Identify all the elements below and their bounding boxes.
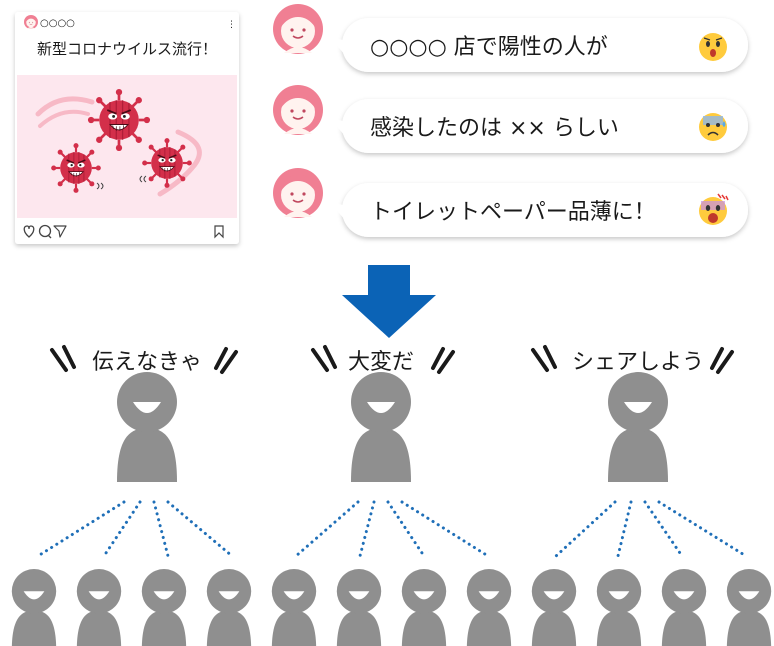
shout-label-1: 伝えなきゃ <box>50 345 238 375</box>
message-row-1: ○○○○ 店で陽性の人が <box>272 3 748 72</box>
post-image <box>17 75 237 218</box>
shout-text: シェアしよう <box>572 350 704 375</box>
virus-icon <box>50 142 102 194</box>
receiver-person-icon <box>466 569 512 646</box>
shout-label-2: 大変だ <box>311 345 455 375</box>
down-arrow-icon <box>342 265 436 338</box>
emphasis-lines-icon <box>431 347 455 374</box>
receiver-person-icon <box>76 569 122 646</box>
user-avatar-icon <box>272 3 324 55</box>
receiver-person-icon <box>11 569 57 646</box>
spreader-person-icon <box>351 372 411 482</box>
spread-lines <box>36 500 748 558</box>
screaming-face-icon <box>699 193 729 225</box>
shout-text: 大変だ <box>348 350 414 375</box>
spreader-person-icon <box>608 372 668 482</box>
receiver-person-icon <box>531 569 577 646</box>
send-icon[interactable] <box>53 225 67 238</box>
user-avatar-icon <box>272 84 324 136</box>
user-avatar-icon <box>272 167 324 219</box>
receiver-person-icon <box>336 569 382 646</box>
post-account-name: ○○○○ <box>40 18 75 29</box>
virus-icon <box>141 137 193 189</box>
message-text: 感染したのは ×× らしい <box>370 116 619 141</box>
message-text: ○○○○ 店で陽性の人が <box>370 35 608 60</box>
surprised-face-icon <box>699 33 727 61</box>
post-menu-icon[interactable]: ⋮ <box>227 20 236 30</box>
receivers-row <box>11 569 772 646</box>
post-title: 新型コロナウイルス流行！ <box>37 40 217 58</box>
emphasis-lines-icon <box>214 347 238 374</box>
emphasis-lines-icon <box>50 345 76 372</box>
social-post-card: ○○○○ ⋮ 新型コロナウイルス流行！ <box>15 12 239 244</box>
message-row-3: トイレットペーパー品薄に！ <box>272 167 748 237</box>
receiver-person-icon <box>596 569 642 646</box>
shout-label-3: シェアしよう <box>531 345 734 375</box>
heart-icon[interactable] <box>23 225 35 238</box>
receiver-person-icon <box>401 569 447 646</box>
receiver-person-icon <box>141 569 187 646</box>
emphasis-lines-icon <box>311 345 337 372</box>
receiver-person-icon <box>271 569 317 646</box>
emphasis-lines-icon <box>710 347 734 374</box>
message-text: トイレットペーパー品薄に！ <box>370 200 656 225</box>
comment-icon[interactable] <box>38 224 52 239</box>
receiver-person-icon <box>726 569 772 646</box>
message-row-2: 感染したのは ×× らしい <box>272 84 748 153</box>
emphasis-lines-icon <box>531 345 557 372</box>
spreader-person-icon <box>117 372 177 482</box>
virus-icon <box>86 87 152 153</box>
receiver-person-icon <box>206 569 252 646</box>
anxious-sweat-face-icon <box>699 113 727 141</box>
shout-text: 伝えなきゃ <box>92 350 202 375</box>
post-avatar-icon <box>23 14 39 30</box>
bookmark-icon[interactable] <box>214 225 224 239</box>
receiver-person-icon <box>661 569 707 646</box>
